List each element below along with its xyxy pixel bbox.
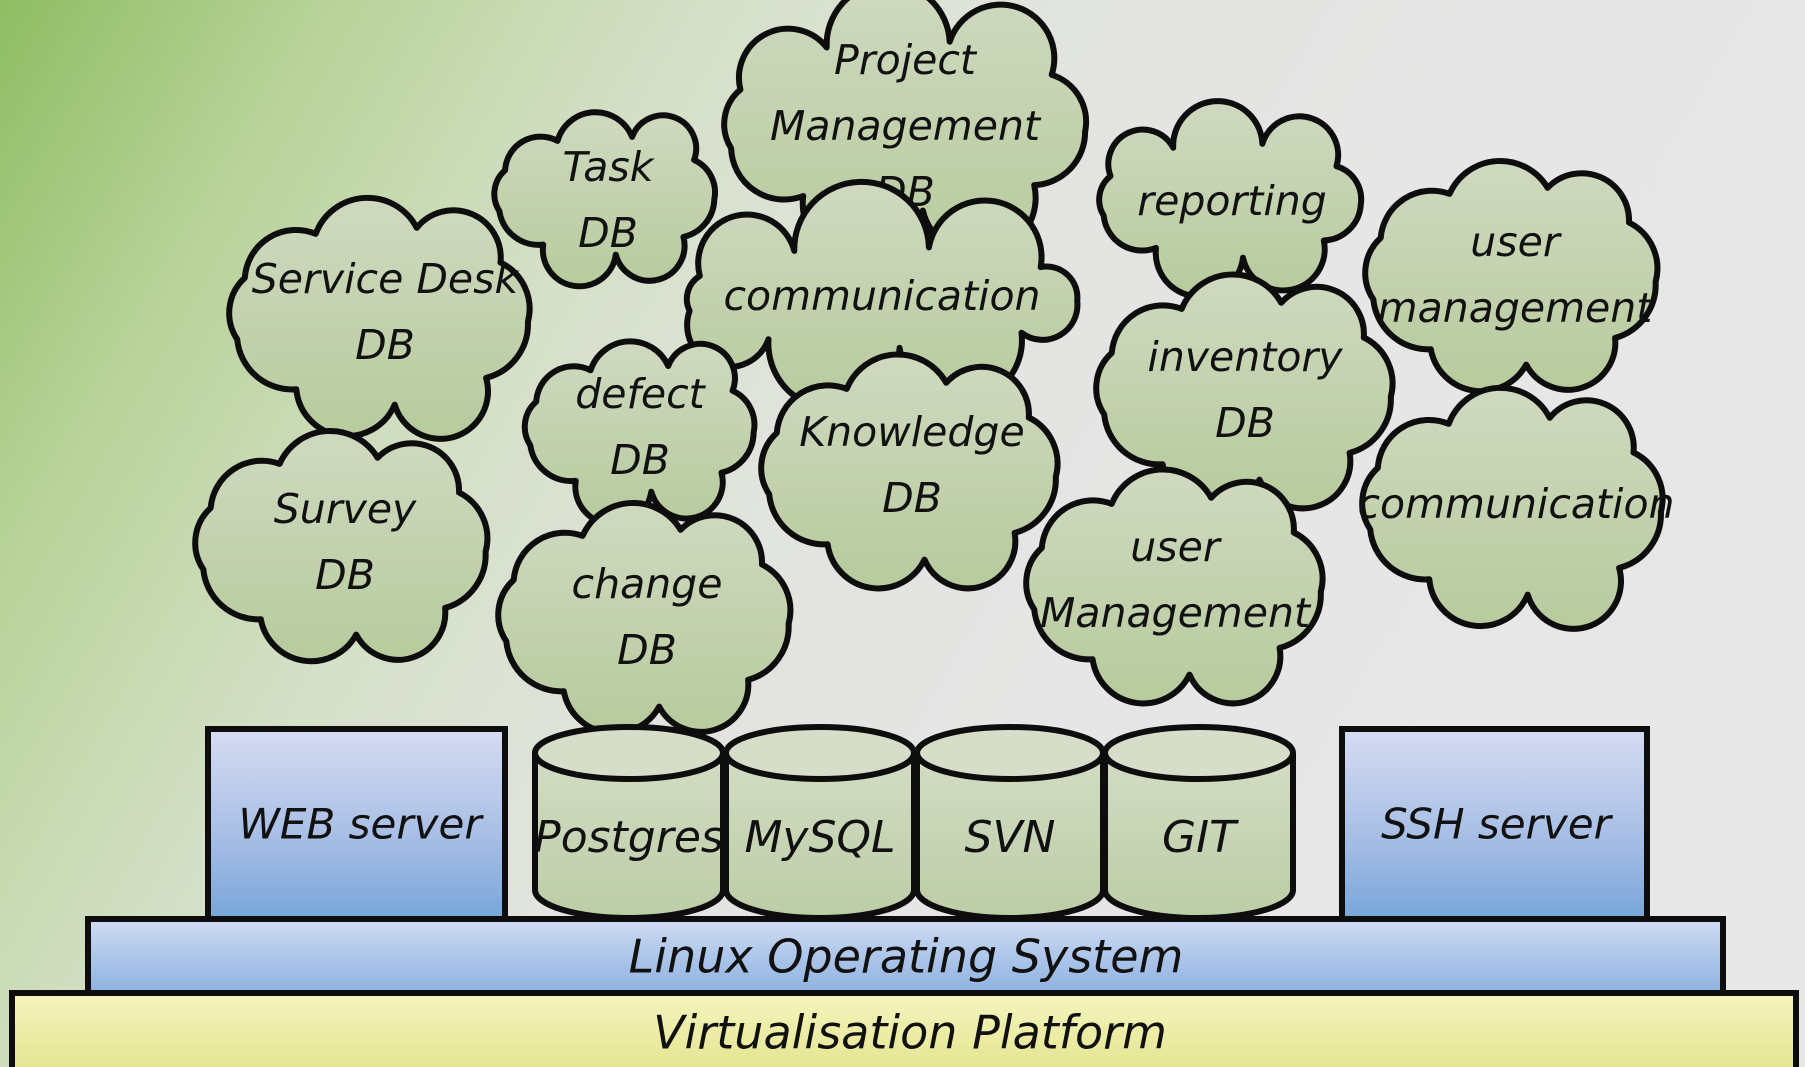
cloud-label-service-desk: Service Desk [252, 255, 521, 303]
cloud-label-change: change [572, 560, 723, 608]
cylinder-postgres: Postgres [532, 724, 726, 921]
cloud-label-user-management-top: user [1470, 218, 1562, 266]
cloud-label-defect: defect [575, 370, 706, 418]
cloud-shape [1362, 158, 1661, 395]
cloud-reporting: reporting [1096, 98, 1365, 300]
ssh-server-label: SSH server [1381, 800, 1613, 849]
postgres-label: Postgres [534, 812, 724, 863]
cloud-shape [491, 109, 718, 290]
cloud-label-task: Task [563, 143, 656, 191]
cloud-label-change: DB [617, 626, 677, 674]
cloud-label-survey: Survey [274, 485, 417, 533]
cloud-label-survey: DB [315, 551, 375, 599]
cylinder-svn: SVN [914, 724, 1106, 921]
cloud-label-inventory: DB [1215, 399, 1275, 447]
web-server-label: WEB server [238, 800, 484, 849]
cloud-shape [1359, 384, 1666, 632]
cloud-label-defect: DB [610, 436, 670, 484]
virtualisation-label: Virtualisation Platform [653, 1006, 1167, 1060]
cloud-label-service-desk: DB [355, 321, 415, 369]
cloud-shape [495, 500, 794, 737]
svn-label: SVN [965, 812, 1056, 863]
cloud-shape [226, 194, 533, 442]
cloud-label-inventory: inventory [1147, 333, 1343, 381]
web-server-box: WEB server [205, 726, 508, 922]
cloud-label-user-management-bottom: user [1130, 523, 1222, 571]
virtualisation-layer: Virtualisation Platform [9, 990, 1799, 1067]
cloud-label-user-management-top: management [1378, 284, 1655, 332]
cloud-label-knowledge: DB [882, 474, 942, 522]
cloud-label-project-management: Project [834, 36, 978, 84]
cloud-shape [521, 338, 758, 528]
git-label: GIT [1162, 812, 1239, 863]
cloud-label-communication-right: communication [1357, 480, 1674, 528]
cloud-shape [1023, 466, 1326, 707]
cylinder-mysql: MySQL [723, 724, 917, 921]
cloud-label-project-management: Management [770, 102, 1042, 150]
cloud-user-management-top: user management [1362, 158, 1661, 395]
cloud-group: ProjectManagementDBTaskDBreportinguserma… [192, 0, 1675, 737]
cloud-communication-right: communication [1357, 384, 1675, 632]
ssh-server-box: SSH server [1339, 726, 1650, 922]
cloud-shape [758, 351, 1061, 592]
cloud-label-knowledge: Knowledge [799, 408, 1024, 456]
cloud-label-task: DB [578, 209, 638, 257]
cloud-label-communication-top: communication [723, 272, 1040, 320]
cloud-label-reporting: reporting [1137, 177, 1327, 225]
mysql-label: MySQL [744, 812, 895, 863]
cloud-shape [192, 428, 491, 665]
cylinder-git: GIT [1102, 724, 1296, 921]
cloud-label-user-management-bottom: Management [1040, 589, 1312, 637]
linux-os-layer: Linux Operating System [85, 916, 1726, 996]
linux-os-label: Linux Operating System [629, 930, 1184, 984]
